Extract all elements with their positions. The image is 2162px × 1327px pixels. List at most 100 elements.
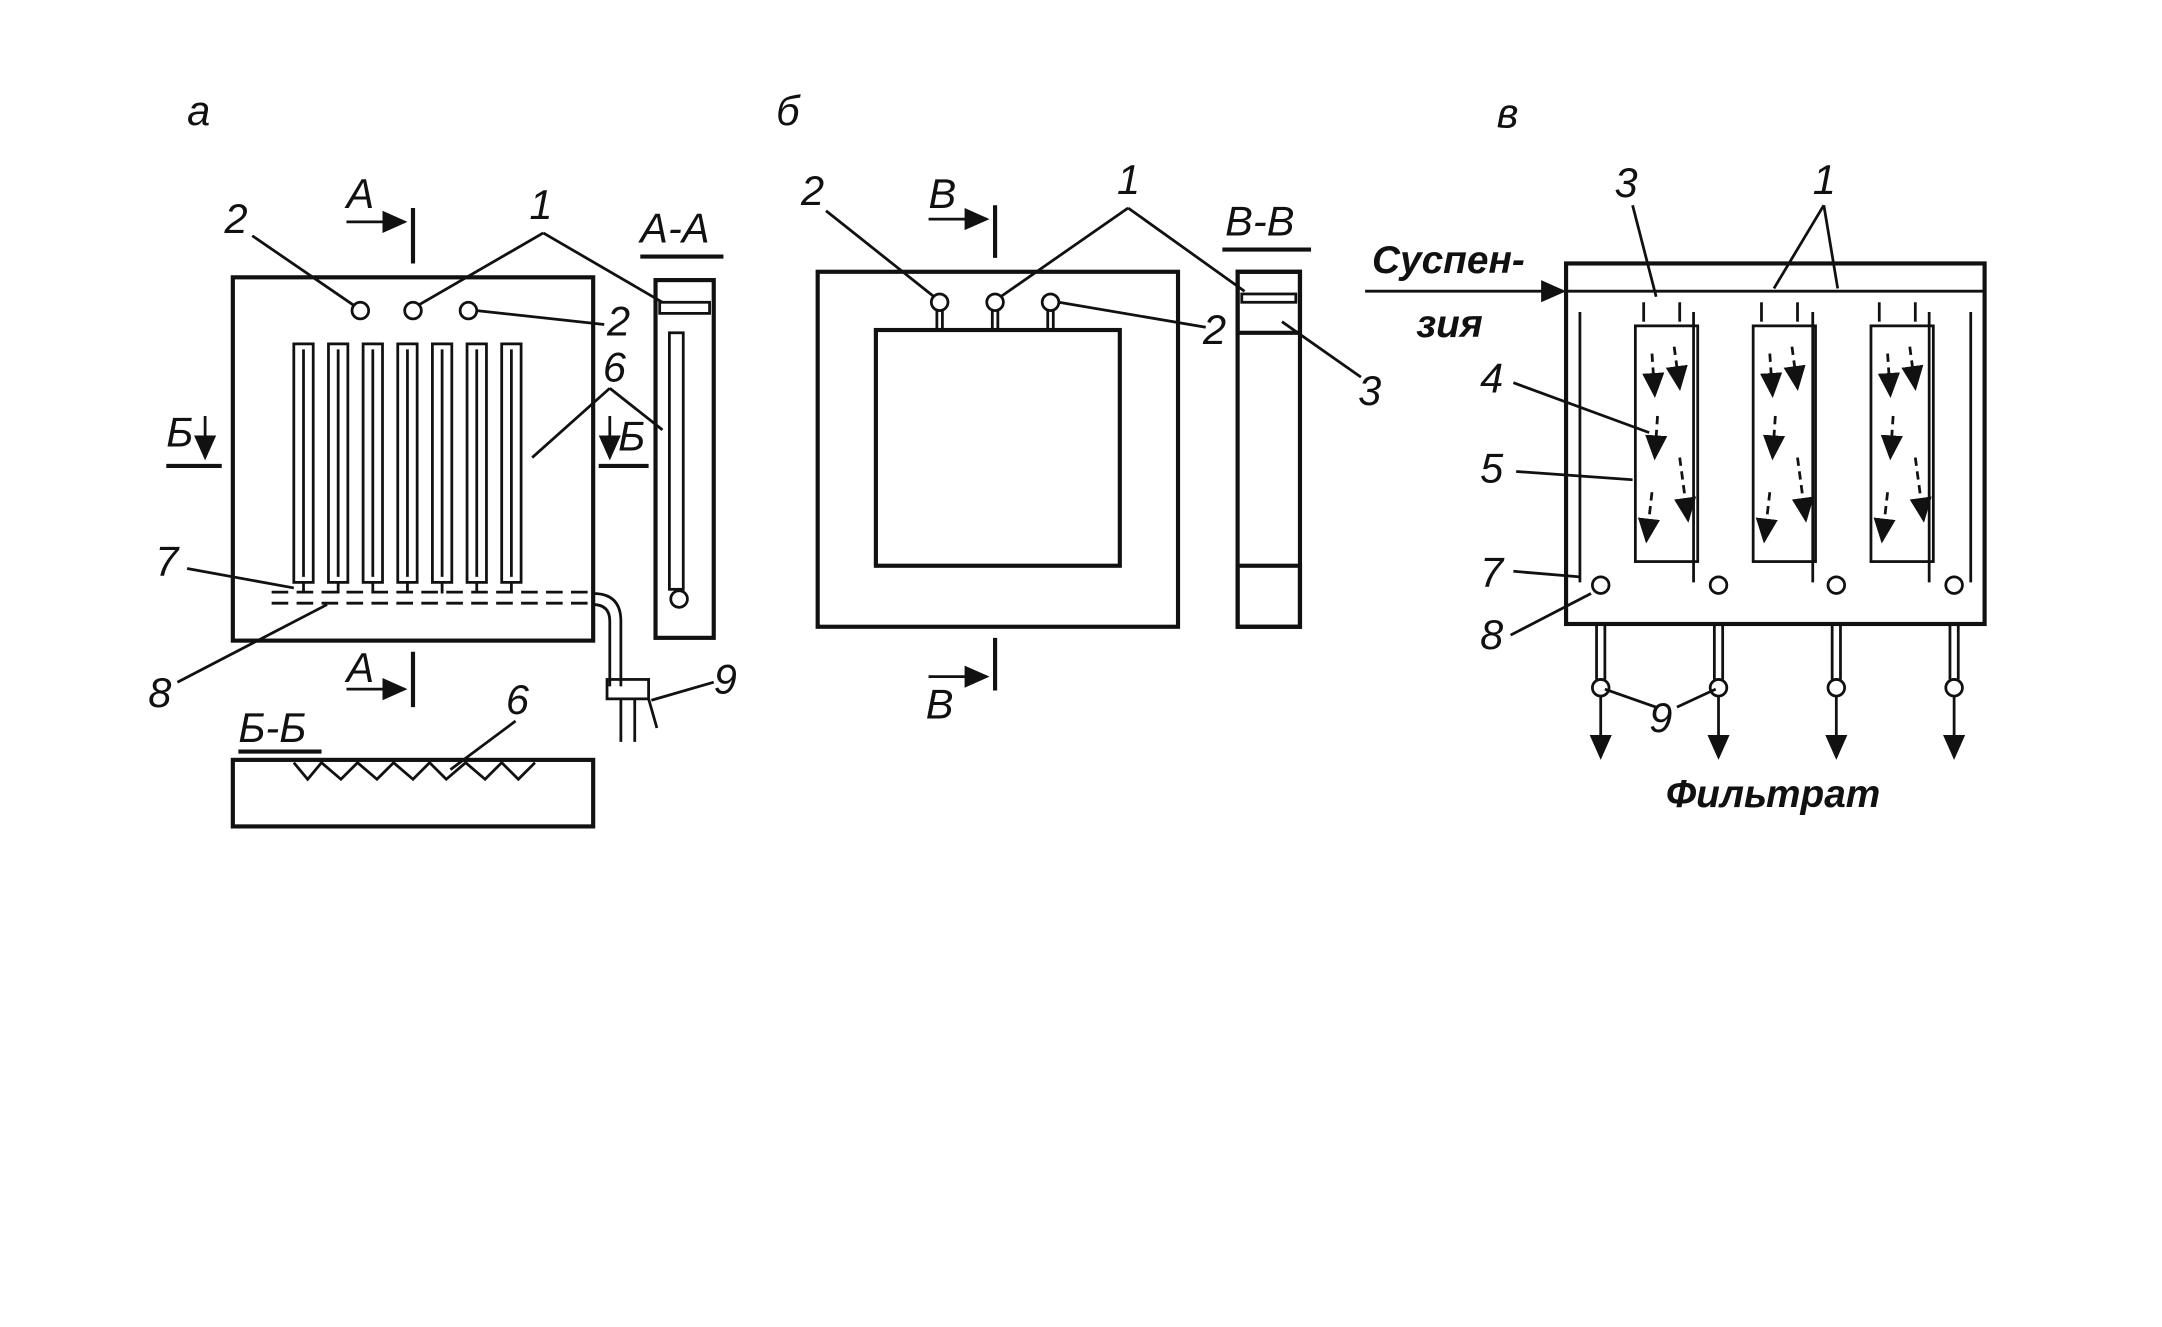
leader [1631,204,1658,298]
flow-arrow [1642,353,1665,398]
panel-b-frame: б В В 2 1 2 3 В-В [776,87,1381,727]
label-8: 8 [1480,611,1503,658]
channel-hole [458,300,479,321]
label-2: 2 [606,298,630,345]
label-9: 9 [714,655,737,702]
outlet-label: Фильтрат [1666,773,1880,816]
cut-label-b: Б [166,408,193,455]
leader [1604,687,1717,709]
section-aa-label: А-А [637,205,709,252]
section-bottom [1235,563,1303,629]
label-6: 6 [506,676,530,723]
flow-arrow [1901,346,1924,392]
section-bb-label: Б-Б [238,704,306,751]
grooves [292,342,523,594]
flow-arrow [1674,457,1697,523]
leader [825,209,935,298]
collector-channel [1826,575,1847,595]
leader [176,603,328,684]
leader [1772,204,1840,290]
outlet-valve [1708,678,1729,698]
flow-arrow [1760,353,1783,398]
cut-label-a: А [343,170,374,217]
frame-outline [815,269,1181,629]
section-bb [230,757,596,829]
inlet-label: зия [1416,303,1482,346]
outlet-pipe [593,592,623,687]
flow-arrow [1637,492,1660,544]
section-grooves [292,760,536,782]
filter-chamber [1869,324,1935,563]
section-channel [658,300,711,315]
leader [1281,320,1362,379]
section-collector [669,589,689,609]
outlet-valve [1591,678,1611,698]
label-2: 2 [800,167,824,214]
channel-hole [403,300,423,321]
plate-outline [230,275,596,643]
leader [186,567,295,590]
outlet-valve [605,678,650,701]
label-9: 9 [1649,694,1672,741]
section-vv [1235,269,1303,629]
label-4: 4 [1480,354,1503,401]
channel-hole [350,300,371,321]
leader [417,231,664,307]
section-groove [668,331,685,591]
leader [449,719,517,771]
section-vv-label: В-В [1225,198,1294,245]
label-1: 1 [529,181,552,228]
label-1: 1 [1813,156,1836,203]
outlets [1589,575,1966,760]
label-3: 3 [1358,367,1381,414]
outlet-valve [1944,678,1964,698]
section-aa [653,278,716,640]
panel-a-plate: а А А Б Б 2 1 2 6 7 8 9 [148,87,737,829]
label-7: 7 [1480,549,1505,596]
label-6: 6 [603,343,627,390]
flow-arrow [1873,492,1896,544]
collector-channel [1708,575,1729,595]
flow-arrow [1783,346,1806,392]
label-3: 3 [1615,159,1638,206]
label-2: 2 [1202,306,1226,353]
leader [650,680,715,702]
leader [1509,592,1592,637]
leader [1512,381,1650,434]
flow-arrow [1665,346,1688,392]
flow-arrow [1762,415,1786,461]
inlet-label: Суспен- [1372,239,1525,282]
outlet-valve [1826,678,1847,698]
flow-arrow [1909,457,1932,523]
label-5: 5 [1480,445,1504,492]
flow-arrow [1645,415,1668,461]
leader [1516,470,1633,482]
flow-arrow [1877,353,1900,398]
cut-label-v: В [929,170,957,217]
leader [999,206,1246,298]
label-7: 7 [155,537,180,584]
panel-v-assembly: в Суспен- зия Фильтрат 3 1 4 5 7 8 9 [1365,90,1987,816]
press-stack [1563,261,1987,627]
panel-b-title: б [776,87,801,134]
chambers [1578,302,1973,583]
section-channel [1240,292,1298,304]
label-1: 1 [1117,156,1140,203]
panel-a-title: а [187,87,210,134]
leader [251,234,355,307]
cut-label-b: Б [618,413,645,460]
filter-chamber [1751,324,1817,563]
leader [1513,569,1581,579]
leader [476,309,605,326]
collector-channel [1944,575,1964,595]
cut-label-v: В [926,680,954,727]
collector-channel [1591,575,1611,595]
leader [1058,300,1206,329]
flow-arrow [1755,492,1778,544]
section-top [1235,269,1303,335]
label-8: 8 [148,669,171,716]
frame-window [873,327,1122,568]
frame-channels [929,292,1061,331]
cut-label-a: А [343,644,374,691]
